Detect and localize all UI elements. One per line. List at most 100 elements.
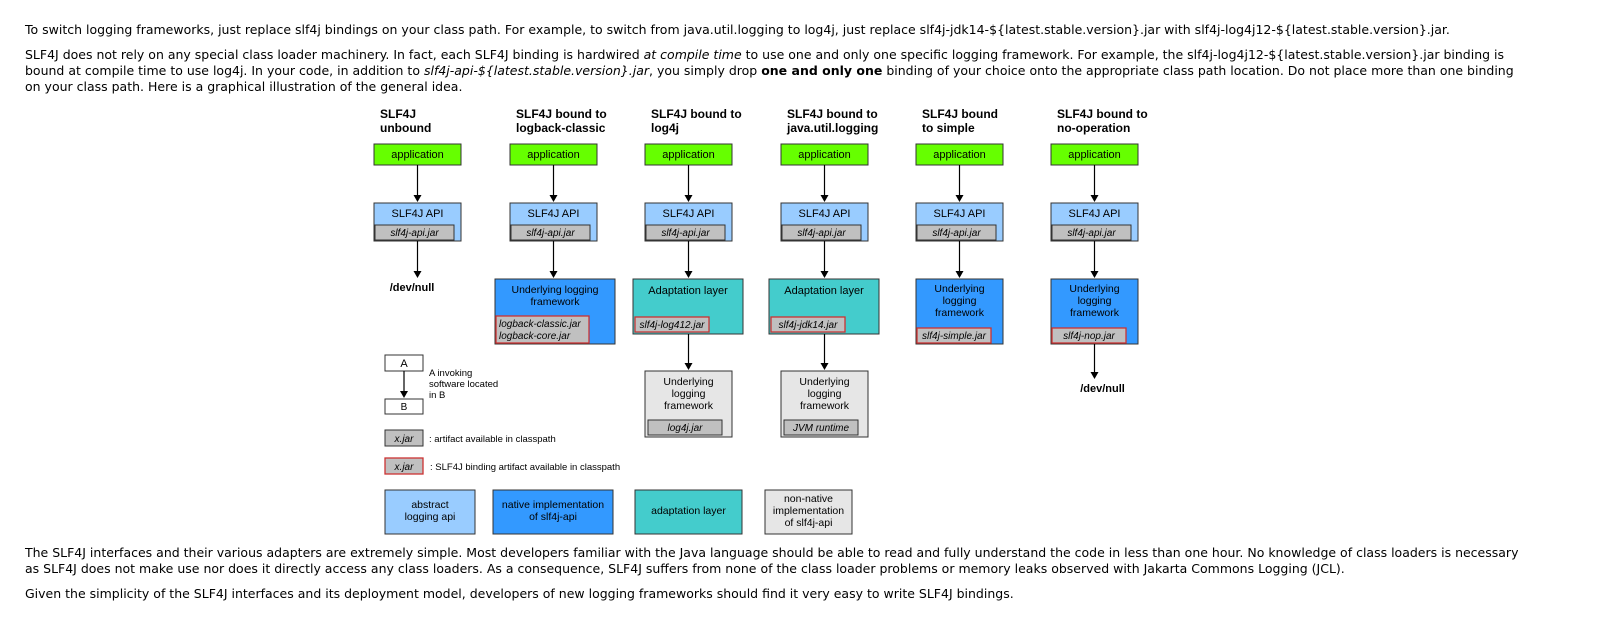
column-4-arrow-app-api-head — [820, 195, 829, 202]
column-3-title-line-0: SLF4J bound to — [651, 107, 742, 121]
column-3-adapt-jar — [634, 316, 710, 333]
column-5-impl-label-line-0: Underlying — [934, 283, 984, 295]
column-5-api-jar-label: slf4j-api.jar — [932, 228, 981, 239]
column-3-arrow-adapt-under-head — [684, 363, 693, 370]
legend-invoke-text-line-0: A invoking — [429, 368, 472, 379]
column-3-under-jar-label: log4j.jar — [667, 423, 703, 434]
column-2-title-line-1: logback-classic — [516, 121, 606, 135]
column-6-api-label: SLF4J API — [1069, 208, 1121, 220]
legend-category-2-box — [492, 489, 614, 535]
column-3-arrow-adapt-under — [684, 334, 693, 370]
legend-category-4-box — [764, 489, 853, 535]
column-2-title-line-0: SLF4J bound to — [516, 107, 607, 121]
column-1-api-jar-label: slf4j-api.jar — [390, 228, 439, 239]
column-1-arrow-api-next-head — [413, 271, 422, 278]
legend-category-1-label-line-0: abstract — [411, 499, 448, 511]
binding-explanation-paragraph: SLF4J does not rely on any special class… — [25, 47, 1525, 95]
column-6-api-jar — [1051, 224, 1132, 241]
column-3-arrow-api-next-head — [684, 271, 693, 278]
column-5-application-label: application — [933, 149, 986, 161]
column-2-arrow-api-next — [549, 241, 558, 278]
column-1-arrow-app-api-head — [413, 195, 422, 202]
legend-invoke-text-line-2: in B — [429, 390, 445, 401]
column-4-arrow-adapt-under-head — [820, 363, 829, 370]
legend-category-4-label-line-0: non-native — [784, 493, 833, 505]
intro-paragraph: To switch logging frameworks, just repla… — [25, 22, 1450, 37]
column-4-title-line-0: SLF4J bound to — [787, 107, 878, 121]
column-2-arrow-api-next-head — [549, 271, 558, 278]
column-1-devnull: /dev/null — [390, 282, 435, 294]
legend-binding-jar-box — [384, 457, 424, 475]
column-3-api-jar-label: slf4j-api.jar — [661, 228, 710, 239]
column-4-api-label: SLF4J API — [799, 208, 851, 220]
column-4-adapt-jar — [770, 316, 846, 333]
legend-category-3-box — [634, 489, 743, 535]
conclusion-paragraph: Given the simplicity of the SLF4J interf… — [25, 586, 1014, 601]
column-1-api-jar — [374, 224, 455, 241]
column-5-api-label: SLF4J API — [934, 208, 986, 220]
column-6-impl-label-line-0: Underlying — [1069, 283, 1119, 295]
column-4-under-jar-label: JVM runtime — [792, 423, 850, 434]
legend-jar-box — [384, 429, 424, 447]
column-3-adapt-jar-label: slf4j-log412.jar — [639, 320, 705, 331]
column-2-impl-jar-0: logback-classic.jar — [499, 319, 581, 330]
column-5-impl-jar-label: slf4j-simple.jar — [922, 331, 987, 342]
column-2-impl-jars-box — [495, 315, 590, 344]
column-6-arrow-api-next — [1090, 241, 1099, 278]
column-3-title-line-1: log4j — [651, 121, 679, 135]
column-6-arrow-app-api — [1090, 165, 1099, 202]
column-2-impl-label-line-1: framework — [530, 296, 580, 308]
column-5-impl-jar — [916, 327, 992, 344]
column-6-title-line-0: SLF4J bound to — [1057, 107, 1148, 121]
column-5-api-jar — [916, 224, 997, 241]
legend-binding-text: : SLF4J binding artifact available in cl… — [430, 462, 620, 473]
column-3-arrow-app-api-head — [684, 195, 693, 202]
column-6-arrow-impl-devnull-head — [1090, 372, 1099, 379]
column-1-title-line-0: SLF4J — [380, 107, 416, 121]
column-5-title-line-0: SLF4J bound — [922, 107, 998, 121]
legend-category-2-label-line-1: of slf4j-api — [529, 511, 577, 523]
column-5-title-line-1: to simple — [922, 121, 975, 135]
column-6-api-jar-label: slf4j-api.jar — [1067, 228, 1116, 239]
legend-category-4-label-line-2: of slf4j-api — [785, 517, 833, 529]
column-3-under-jar — [647, 419, 723, 436]
legend-invoke-text-line-1: software located — [429, 379, 498, 390]
column-6-impl-jar-label: slf4j-nop.jar — [1063, 331, 1115, 342]
column-4-title-line-1: java.util.logging — [786, 121, 878, 135]
p2-emphasis-api-jar: slf4j-api-${latest.stable.version}.jar — [423, 63, 649, 78]
legend-category-1-label-line-1: logging api — [405, 511, 456, 523]
column-5-impl-label-line-2: framework — [935, 307, 985, 319]
column-2-arrow-app-api-head — [549, 195, 558, 202]
p2-text-e: , you simply drop — [649, 63, 762, 78]
column-1-title-line-1: unbound — [380, 121, 431, 135]
column-4-api-jar-label: slf4j-api.jar — [797, 228, 846, 239]
column-6-devnull: /dev/null — [1080, 383, 1125, 395]
legend-jar-box-label: x.jar — [394, 434, 415, 445]
column-4-under-label-line-0: Underlying — [799, 376, 849, 388]
p2-text-a: SLF4J does not rely on any special class… — [25, 47, 644, 62]
column-2-impl-label-line-0: Underlying logging — [512, 284, 599, 296]
column-1-api-label: SLF4J API — [392, 208, 444, 220]
column-3-api-jar — [645, 224, 726, 241]
column-6-arrow-app-api-head — [1090, 195, 1099, 202]
column-2-arrow-app-api — [549, 165, 558, 202]
column-5-arrow-api-next-head — [955, 271, 964, 278]
column-3-api-label: SLF4J API — [663, 208, 715, 220]
column-2-impl-jar-1: logback-core.jar — [499, 331, 571, 342]
legend-category-3-label-line-0: adaptation layer — [651, 505, 726, 517]
column-4-adapt-label: Adaptation layer — [784, 285, 864, 297]
legend-b-box — [384, 398, 424, 415]
column-6-title-line-1: no-operation — [1057, 121, 1130, 135]
column-2-api-label: SLF4J API — [528, 208, 580, 220]
column-3-arrow-api-next — [684, 241, 693, 278]
column-4-api-jar — [781, 224, 862, 241]
column-4-adapt-jar-label: slf4j-jdk14.jar — [779, 320, 839, 331]
column-4-arrow-adapt-under — [820, 334, 829, 370]
simplicity-paragraph: The SLF4J interfaces and their various a… — [25, 545, 1519, 576]
p2-text-g: binding of your choice onto the appropri… — [25, 63, 1514, 94]
column-5-arrow-app-api — [955, 165, 964, 202]
legend-category-1-box — [384, 489, 476, 535]
column-6-arrow-impl-devnull — [1090, 344, 1099, 379]
legend-category-4-label-line-1: implementation — [773, 505, 844, 517]
